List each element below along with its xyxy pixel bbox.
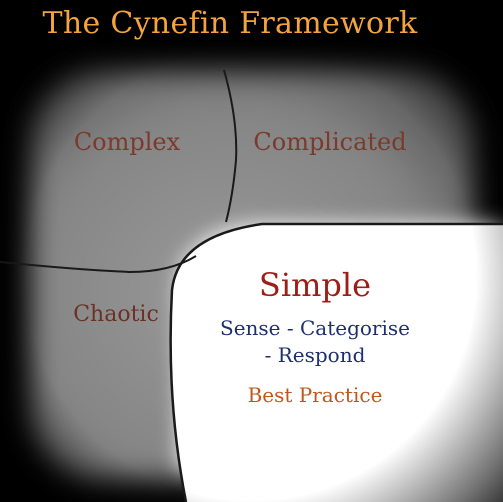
- simple-practice-label: Best Practice: [247, 383, 383, 407]
- simple-domain-label: Simple: [258, 266, 372, 304]
- complex-domain-label: Complex: [73, 128, 181, 156]
- page-title: The Cynefin Framework: [42, 6, 418, 41]
- complicated-domain-label: Complicated: [253, 128, 407, 156]
- simple-approach-line1: Sense - Categorise: [220, 316, 410, 340]
- simple-approach-line2: - Respond: [264, 343, 366, 367]
- chaotic-domain-label: Chaotic: [73, 302, 159, 327]
